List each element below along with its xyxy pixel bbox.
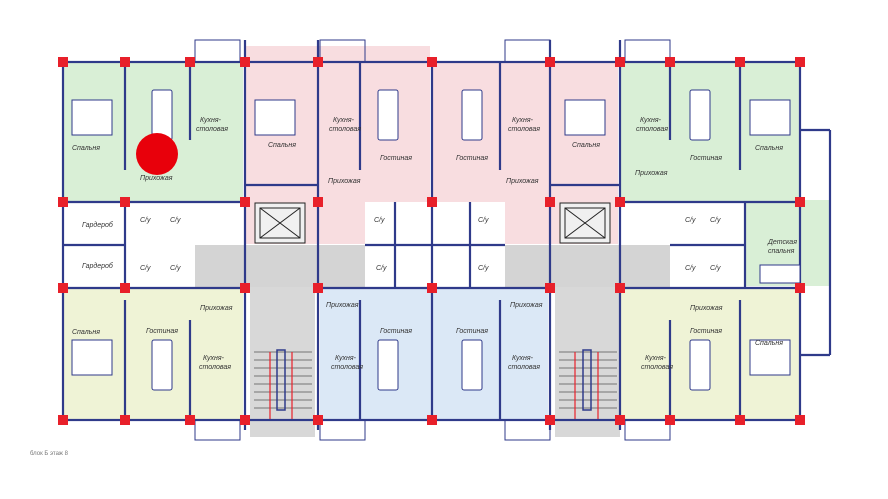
apartment-bottom-center-left bbox=[320, 288, 432, 420]
label-su-7: С/у bbox=[478, 217, 489, 224]
label-kukhnya-tcr: Кухня- bbox=[512, 117, 534, 124]
label-spalnya-detskaya: спальня bbox=[768, 248, 795, 255]
label-spalnya-bl: Спальня bbox=[72, 329, 100, 336]
label-gostinaya-tr: Гостиная bbox=[690, 155, 722, 162]
elevator-left bbox=[254, 202, 306, 244]
label-su-3: С/у bbox=[140, 265, 151, 272]
label-stolovaya-bcl: столовая bbox=[331, 364, 363, 371]
floor-caption: блок Б этаж 8 bbox=[30, 451, 69, 457]
label-kukhnya-br: Кухня- bbox=[645, 355, 667, 362]
label-prikhozhaya-br: Прихожая bbox=[690, 305, 723, 312]
label-prikhozhaya-bcl: Прихожая bbox=[326, 302, 359, 309]
label-prikhozhaya-bl: Прихожая bbox=[200, 305, 233, 312]
label-kukhnya-bcr: Кухня- bbox=[512, 355, 534, 362]
label-gostinaya-bcl: Гостиная bbox=[380, 328, 412, 335]
label-su-12: С/у bbox=[710, 265, 721, 272]
label-gostinaya-tcr: Гостиная bbox=[456, 155, 488, 162]
label-su-11: С/у bbox=[685, 265, 696, 272]
selection-marker bbox=[136, 133, 178, 175]
label-kukhnya-tl: Кухня- bbox=[200, 117, 222, 124]
label-prikhozhaya-tl: Прихожая bbox=[140, 175, 173, 182]
label-prikhozhaya-tcl: Прихожая bbox=[328, 178, 361, 185]
balconies bbox=[194, 39, 671, 441]
label-gostinaya-bcr: Гостиная bbox=[456, 328, 488, 335]
dining-tables bbox=[151, 89, 711, 391]
label-su-1: С/у bbox=[140, 217, 151, 224]
label-su-2: С/у bbox=[170, 217, 181, 224]
stairs-left bbox=[254, 349, 312, 420]
stairs-right bbox=[559, 349, 617, 420]
label-prikhozhaya-bcr: Прихожая bbox=[510, 302, 543, 309]
apartment-bottom-center-right bbox=[433, 288, 548, 420]
room-labels: Спальня Кухня- столовая Прихожая Спальня… bbox=[72, 117, 797, 371]
label-stolovaya-tcl: столовая bbox=[329, 126, 361, 133]
label-gostinaya-bl: Гостиная bbox=[146, 328, 178, 335]
label-spalnya-tcr: Спальня bbox=[572, 142, 600, 149]
label-kukhnya-tcl: Кухня- bbox=[333, 117, 355, 124]
label-kukhnya-bl: Кухня- bbox=[203, 355, 225, 362]
label-stolovaya-tl: столовая bbox=[196, 126, 228, 133]
columns bbox=[58, 57, 805, 425]
label-stolovaya-tcr: столовая bbox=[508, 126, 540, 133]
label-stolovaya-bl: столовая bbox=[199, 364, 231, 371]
label-detskaya: Детская bbox=[767, 239, 797, 246]
label-spalnya-tr: Спальня bbox=[755, 145, 783, 152]
label-spalnya-tl: Спальня bbox=[72, 145, 100, 152]
walls bbox=[61, 40, 832, 430]
label-stolovaya-br: столовая bbox=[641, 364, 673, 371]
label-su-6: С/у bbox=[376, 265, 387, 272]
label-su-4: С/у bbox=[170, 265, 181, 272]
corridor bbox=[195, 245, 670, 437]
label-kukhnya-tr: Кухня- bbox=[640, 117, 662, 124]
label-stolovaya-bcr: столовая bbox=[508, 364, 540, 371]
label-stolovaya-tr: столовая bbox=[636, 126, 668, 133]
elevator-right bbox=[559, 202, 611, 244]
label-prikhozhaya-tr: Прихожая bbox=[635, 170, 668, 177]
label-gostinaya-br: Гостиная bbox=[690, 328, 722, 335]
label-spalnya-tcl: Спальня bbox=[268, 142, 296, 149]
label-su-9: С/у bbox=[685, 217, 696, 224]
label-spalnya-br: Спальня bbox=[755, 340, 783, 347]
beds bbox=[71, 99, 801, 376]
label-garderob-2: Гардероб bbox=[82, 262, 114, 270]
label-gostinaya-tcl: Гостиная bbox=[380, 155, 412, 162]
label-su-5: С/у bbox=[374, 217, 385, 224]
label-kukhnya-bcl: Кухня- bbox=[335, 355, 357, 362]
label-garderob-1: Гардероб bbox=[82, 221, 114, 229]
label-prikhozhaya-tcr: Прихожая bbox=[506, 178, 539, 185]
label-su-10: С/у bbox=[710, 217, 721, 224]
label-su-8: С/у bbox=[478, 265, 489, 272]
room-fills bbox=[63, 46, 830, 420]
